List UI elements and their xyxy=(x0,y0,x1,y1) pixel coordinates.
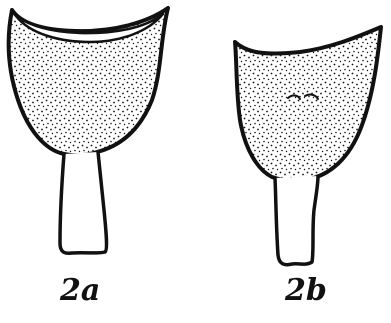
cell-2b-body xyxy=(235,27,381,181)
cell-2b xyxy=(235,27,381,265)
cell-2a-stem xyxy=(60,152,107,253)
cell-2a xyxy=(9,8,168,253)
cell-2b-stem xyxy=(275,176,318,265)
figure-label-2a: 2a xyxy=(60,276,100,306)
figure-label-2b: 2b xyxy=(285,276,327,306)
